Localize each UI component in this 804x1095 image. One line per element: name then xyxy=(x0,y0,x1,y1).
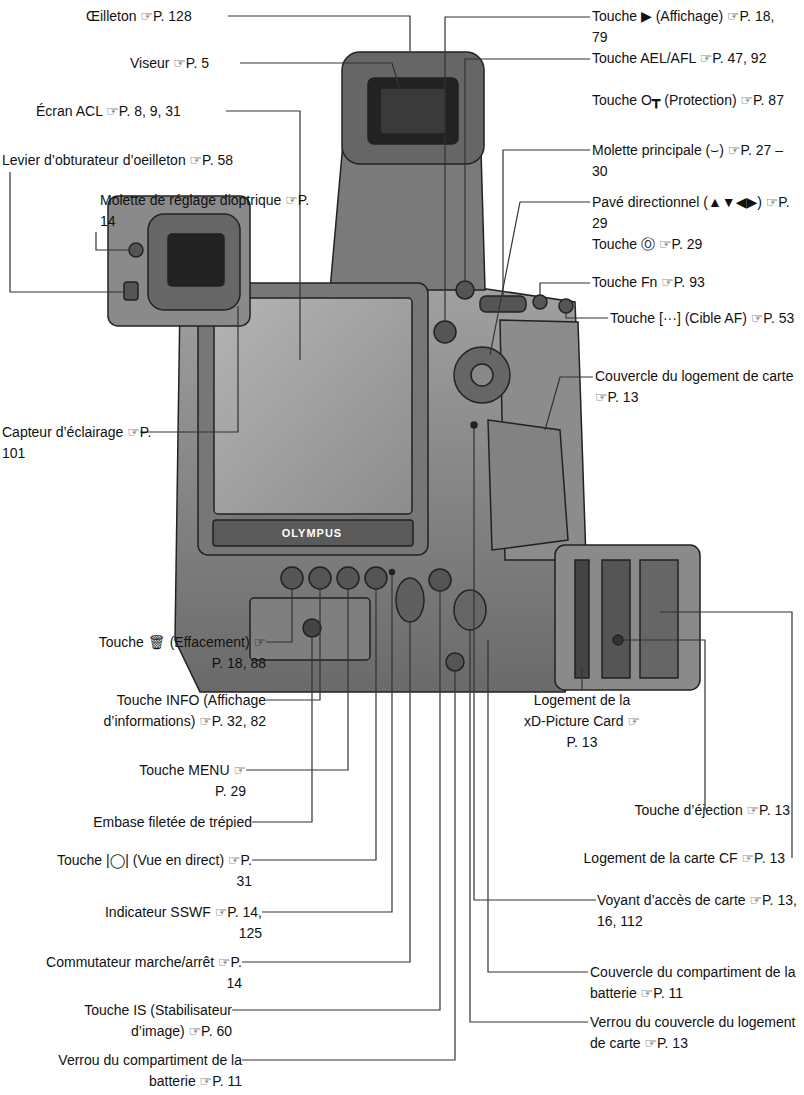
callout-label: Embase filetée de trépied xyxy=(30,812,252,833)
brand-logo: OLYMPUS xyxy=(272,526,352,540)
callout-label: Indicateur SSWF ☞P. 14, 125 xyxy=(80,902,262,944)
callout-label: Viseur ☞P. 5 xyxy=(130,53,250,74)
callout-label: Couvercle du compartiment de la batterie… xyxy=(590,962,804,1004)
callout-label: Touche d’éjection ☞P. 13 xyxy=(610,800,790,821)
callout-label: Touche [···] (Cible AF) ☞P. 53 xyxy=(610,308,800,329)
callout-label: Œilleton ☞P. 128 xyxy=(86,6,236,27)
callout-label: Verrou du couvercle du logement de carte… xyxy=(590,1012,804,1054)
camera-body xyxy=(175,52,588,692)
callout-label: Touche |◯| (Vue en direct) ☞P. 31 xyxy=(50,850,252,892)
callout-label: Écran ACL ☞P. 8, 9, 31 xyxy=(36,101,236,122)
callout-label: Molette de réglage dioptrique ☞P. 14 xyxy=(100,190,320,232)
callout-label: Logement de la carte CF ☞P. 13 xyxy=(560,848,785,869)
callout-label: Touche 🗑 (Effacement) ☞P. 18, 88 xyxy=(90,632,266,674)
callout-label: Touche MENU ☞P. 29 xyxy=(130,760,246,802)
callout-label: Touche ▶ (Affichage) ☞P. 18, 79 xyxy=(592,6,792,48)
callout-label: Pavé directionnel (▲▼◀▶) ☞P. 29 xyxy=(592,192,802,234)
callout-label: Verrou du compartiment de la batterie ☞P… xyxy=(20,1050,242,1092)
callout-label: Levier d’obturateur d’oeilleton ☞P. 58 xyxy=(2,150,302,171)
callout-label: Couvercle du logement de carte ☞P. 13 xyxy=(595,366,795,408)
callout-label: Touche IS (Stabilisateur d’image) ☞P. 60 xyxy=(30,1000,232,1042)
callout-label: Touche INFO (Affichage d’informations) ☞… xyxy=(60,690,266,732)
eyecup-inset xyxy=(108,196,250,326)
callout-label: Touche Fn ☞P. 93 xyxy=(592,272,792,293)
callout-label: Touche O┳ (Protection) ☞P. 87 xyxy=(592,90,792,111)
callout-label: Commutateur marche/arrêt ☞P. 14 xyxy=(30,952,242,994)
callout-label: Capteur d’éclairage ☞P. 101 xyxy=(2,422,152,464)
card-slot-inset xyxy=(555,545,700,690)
callout-label: Logement de la xD-Picture Card ☞P. 13 xyxy=(522,690,642,753)
callout-label: Molette principale (⌣) ☞P. 27 – 30 xyxy=(592,140,802,182)
callout-label: Touche AEL/AFL ☞P. 47, 92 xyxy=(592,48,792,69)
callout-label: Voyant d’accès de carte ☞P. 13, 16, 112 xyxy=(597,890,797,932)
callout-label: Touche Ⓞ ☞P. 29 xyxy=(592,234,792,255)
